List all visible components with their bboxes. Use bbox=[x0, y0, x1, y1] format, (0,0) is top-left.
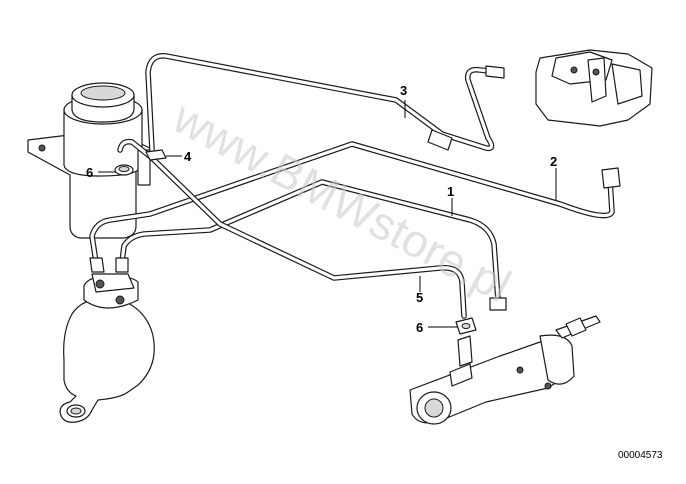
callout-6-bottom: 6 bbox=[416, 320, 423, 335]
brake-line-3 bbox=[145, 53, 505, 153]
brake-line-5 bbox=[117, 138, 467, 319]
hose-clip-6-top bbox=[114, 164, 134, 176]
hose-clip-6-bottom bbox=[455, 317, 477, 335]
brake-line-2 bbox=[89, 141, 621, 265]
callout-1: 1 bbox=[447, 184, 454, 199]
master-cylinder bbox=[409, 315, 601, 425]
callout-6-top: 6 bbox=[86, 165, 93, 180]
pressure-accumulator bbox=[59, 273, 155, 423]
fluid-reservoir bbox=[27, 82, 151, 239]
accumulator-fittings bbox=[89, 257, 129, 273]
valve-block bbox=[535, 49, 653, 127]
hose-clip-4 bbox=[145, 149, 167, 161]
callout-5: 5 bbox=[416, 290, 423, 305]
brake-line-1 bbox=[119, 179, 507, 311]
callout-2: 2 bbox=[550, 154, 557, 169]
callout-3: 3 bbox=[400, 83, 407, 98]
diagram-id: 00004573 bbox=[618, 450, 663, 461]
callout-4: 4 bbox=[184, 149, 192, 164]
